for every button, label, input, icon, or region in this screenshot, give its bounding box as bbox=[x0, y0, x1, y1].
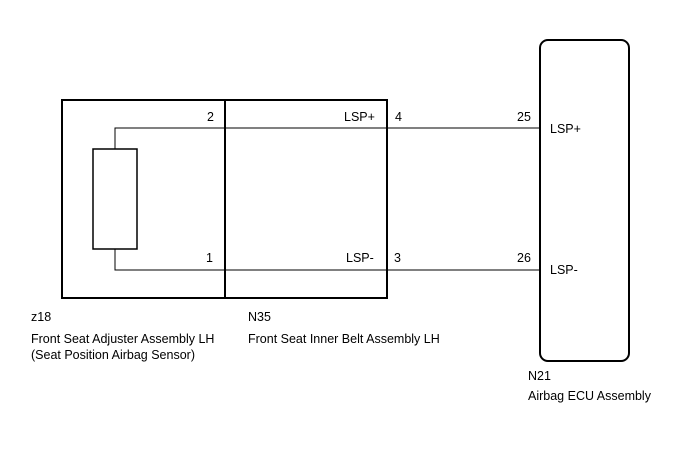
n21-name: Airbag ECU Assembly bbox=[528, 389, 652, 403]
n21-ecu-box bbox=[539, 39, 630, 362]
n35-name: Front Seat Inner Belt Assembly LH bbox=[248, 332, 440, 346]
n21-pin-top: 25 bbox=[517, 110, 531, 124]
z18-id: z18 bbox=[31, 310, 51, 324]
z18-name-line1: Front Seat Adjuster Assembly LH bbox=[31, 332, 214, 346]
z18-connector-box bbox=[61, 99, 226, 299]
n35-pin-top-label: LSP+ bbox=[344, 110, 375, 124]
n35-id: N35 bbox=[248, 310, 271, 324]
n35-pin-top: 4 bbox=[395, 110, 402, 124]
n21-id: N21 bbox=[528, 369, 551, 383]
sensor-wire-top bbox=[114, 127, 225, 149]
z18-pin-bottom: 1 bbox=[206, 251, 213, 265]
n21-pin-bottom: 26 bbox=[517, 251, 531, 265]
sensor-element bbox=[92, 148, 138, 250]
sensor-wire-bottom bbox=[114, 249, 225, 271]
z18-pin-top: 2 bbox=[207, 110, 214, 124]
n35-pin-bottom-label: LSP- bbox=[346, 251, 374, 265]
n35-connector-box bbox=[224, 99, 388, 299]
z18-name-line2: (Seat Position Airbag Sensor) bbox=[31, 348, 195, 362]
n21-pin-bottom-label: LSP- bbox=[550, 263, 578, 277]
n21-pin-top-label: LSP+ bbox=[550, 122, 581, 136]
n35-pin-bottom: 3 bbox=[394, 251, 401, 265]
